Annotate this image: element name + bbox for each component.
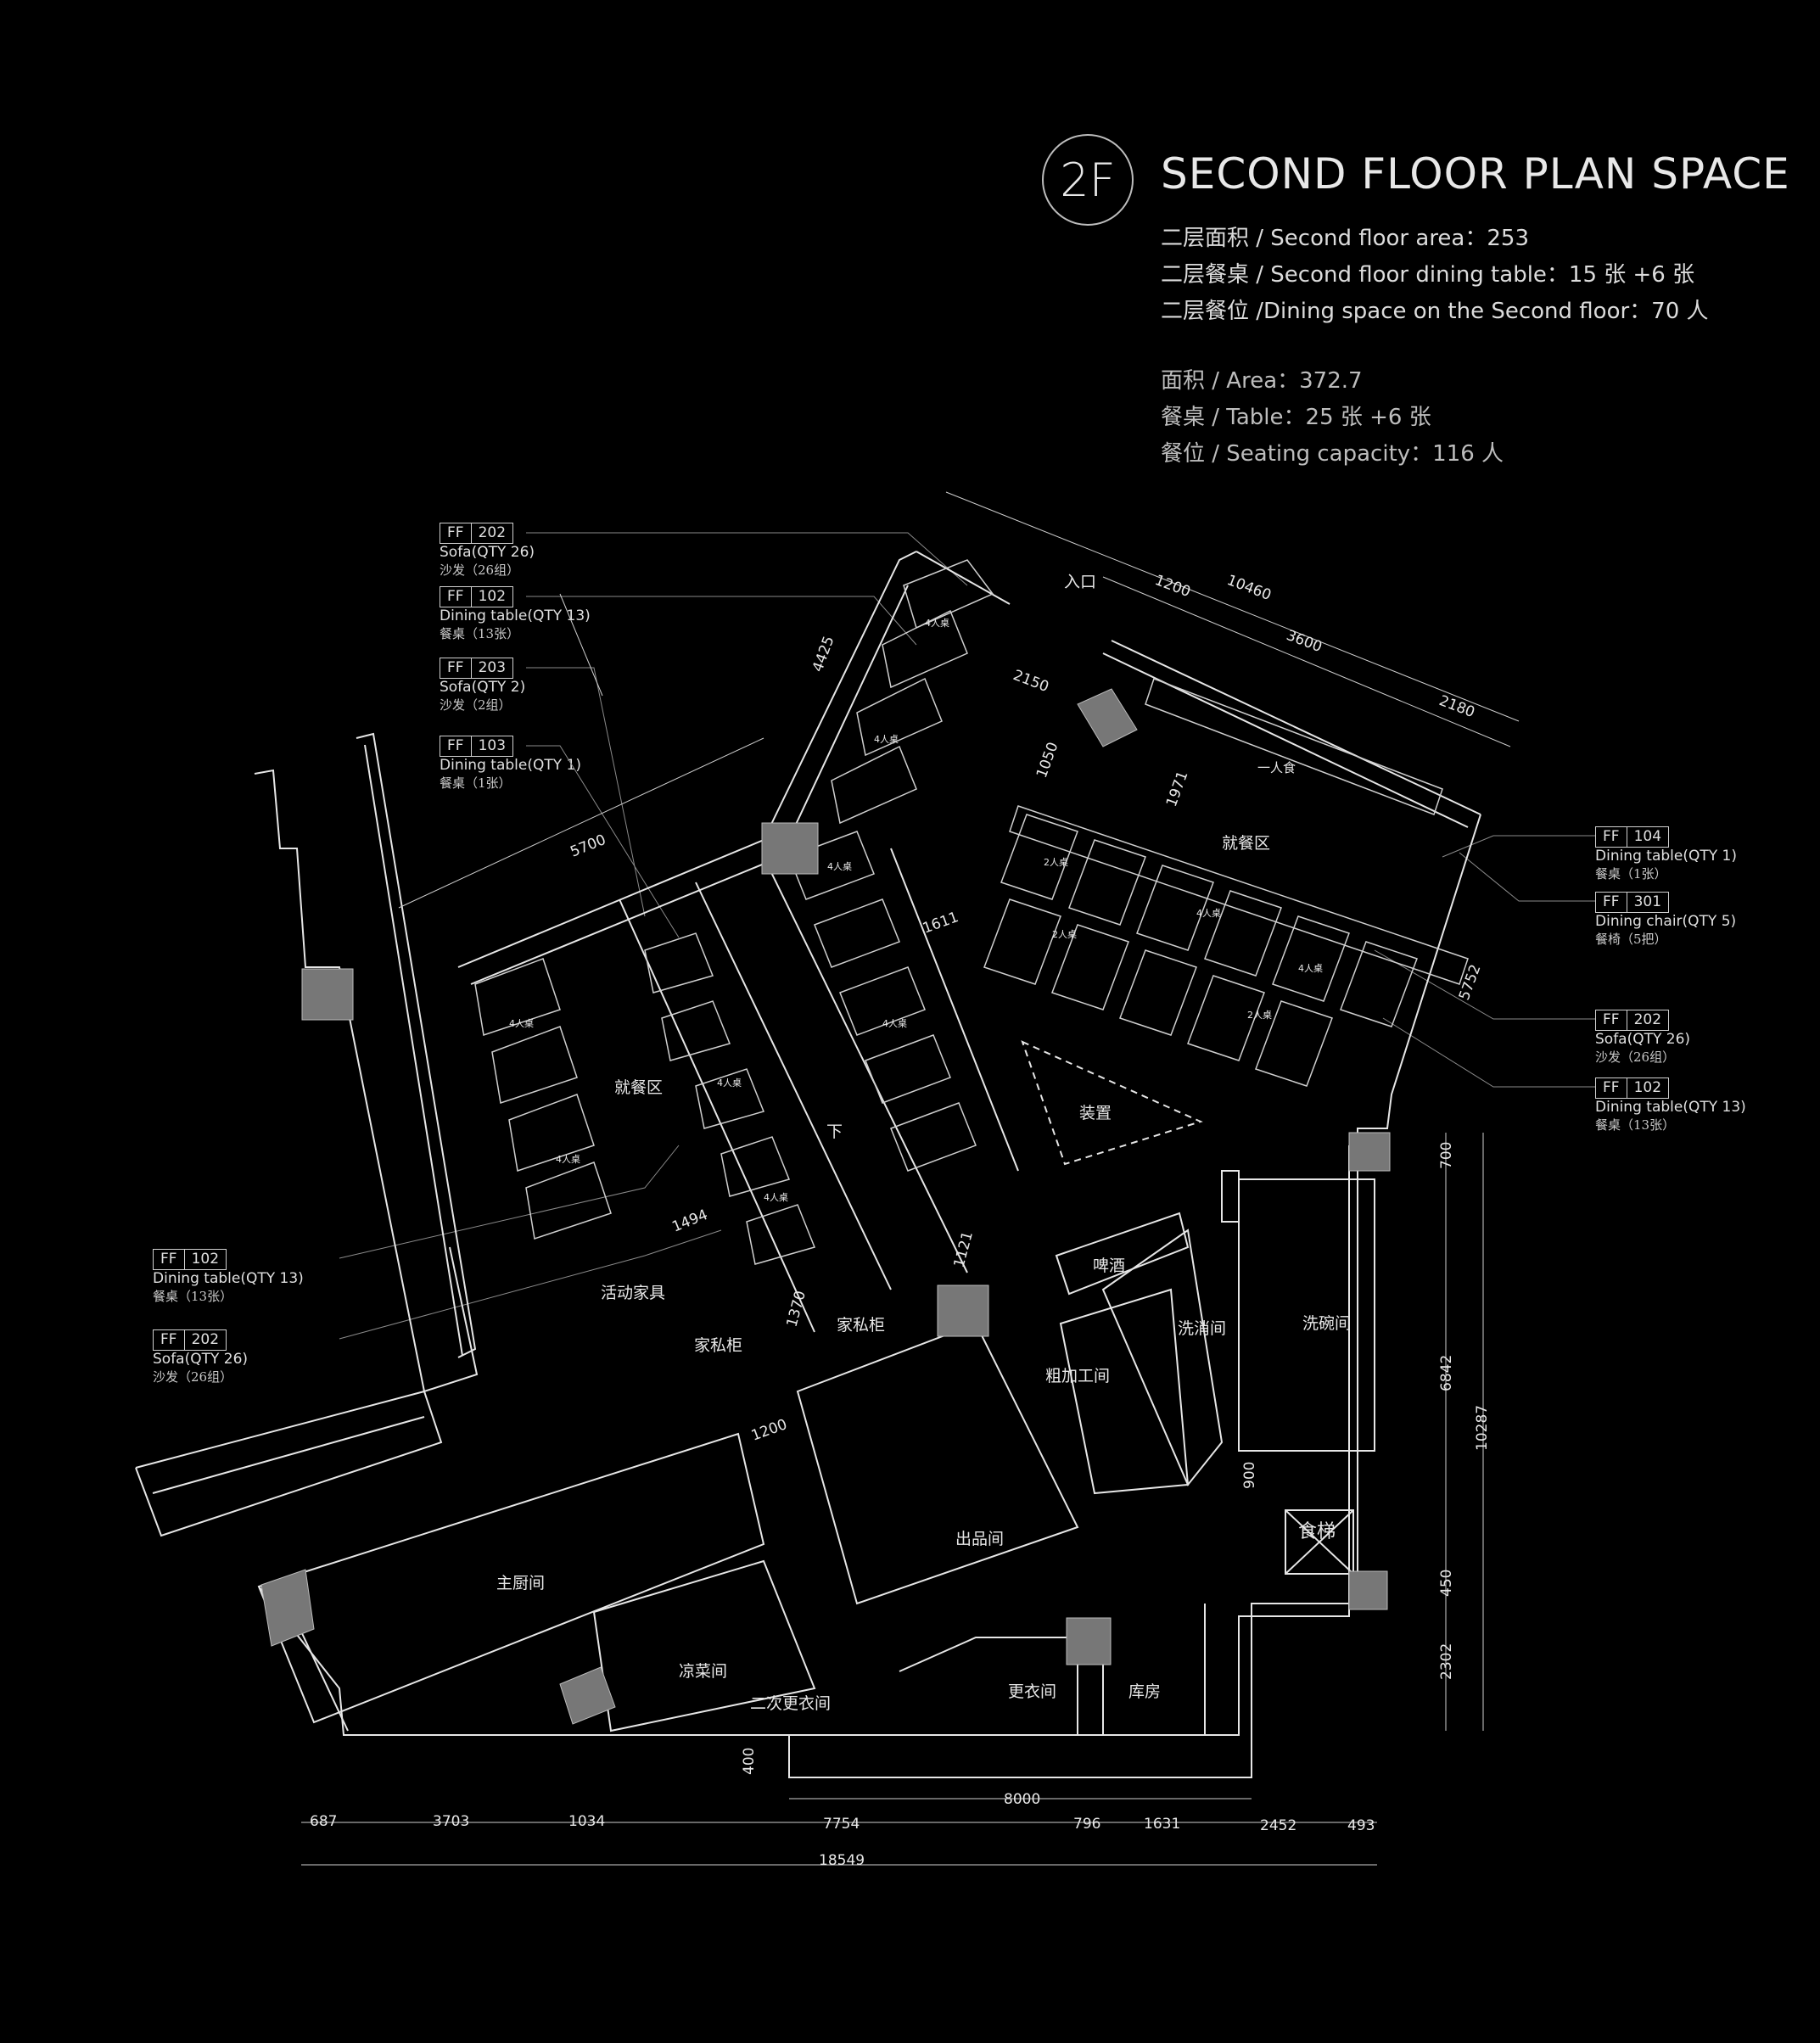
dim-top: 1971: [1163, 769, 1192, 809]
table-label: 4人桌: [1196, 908, 1221, 919]
label-food-lift: 食梯: [1298, 1521, 1336, 1542]
dim-top: 1050: [1033, 740, 1062, 780]
dim-bottom: 1631: [1144, 1816, 1180, 1833]
dim-overall: 18549: [819, 1852, 865, 1869]
total-seats: 餐位 / Seating capacity：116 人: [1161, 441, 1504, 467]
dim-8000: 8000: [1004, 1791, 1040, 1808]
table-label: 4人桌: [925, 618, 949, 629]
label-dining-right: 就餐区: [1222, 834, 1270, 853]
table-label: 2人桌: [1247, 1010, 1272, 1021]
dim-bottom: 687: [310, 1813, 337, 1830]
dim-right: 700: [1438, 1142, 1455, 1169]
label-changing: 更衣间: [1008, 1682, 1056, 1701]
total-tables: 餐桌 / Table：25 张 +6 张: [1161, 405, 1431, 430]
label-bar-seat: 一人食: [1257, 760, 1296, 775]
label-dishwashing: 洗碗间: [1302, 1314, 1351, 1333]
dim-bottom: 796: [1073, 1816, 1100, 1833]
label-storage: 库房: [1128, 1682, 1161, 1701]
dim-inner: 5700: [568, 831, 608, 861]
dim-top: 3600: [1284, 627, 1324, 656]
dimension-labels: 687 3703 1034 7754 796 1631 2452 493 185…: [310, 572, 1491, 1869]
label-cabinet-left: 家私柜: [694, 1336, 742, 1355]
dim-inner: 1370: [784, 1289, 810, 1329]
table-label: 4人桌: [556, 1154, 580, 1165]
dim-inner: 1200: [749, 1416, 789, 1445]
dim-bottom: 3703: [433, 1813, 469, 1830]
dim-inner: 1611: [921, 909, 960, 938]
walls: [135, 551, 1481, 1778]
total-area: 面积 / Area：372.7: [1161, 368, 1363, 394]
dim-top: 10460: [1224, 572, 1274, 604]
table-label: 4人桌: [509, 1018, 534, 1029]
second-floor-area: 二层面积 / Second floor area：253: [1161, 226, 1529, 251]
dim-bottom: 1034: [568, 1813, 605, 1830]
dim-bottom: 7754: [823, 1816, 860, 1833]
label-entrance: 入口: [1064, 573, 1096, 591]
label-serving: 出品间: [955, 1530, 1004, 1548]
table-label: 4人桌: [882, 1018, 907, 1029]
label-cabinet-mid: 家私柜: [837, 1316, 885, 1335]
dim-inner: 1121: [951, 1229, 977, 1269]
label-dining-left: 就餐区: [614, 1078, 663, 1097]
dim-right: 450: [1438, 1570, 1455, 1597]
label-beer: 啤酒: [1093, 1257, 1125, 1275]
label-second-changing: 二次更衣间: [750, 1694, 831, 1713]
second-floor-seats: 二层餐位 /Dining space on the Second floor：7…: [1161, 299, 1709, 324]
floor-badge-text: 2F: [1060, 153, 1116, 207]
dim-right: 6842: [1438, 1355, 1455, 1391]
room-labels: 入口 就餐区 就餐区 装置 下 活动家具 家私柜 家私柜 啤酒 洗碗间 洗消间 …: [496, 573, 1351, 1713]
table-label: 4人桌: [827, 861, 852, 872]
table-label: 4人桌: [764, 1192, 788, 1203]
dim-right: 10287: [1474, 1405, 1491, 1451]
label-installation: 装置: [1079, 1104, 1112, 1122]
table-label: 4人桌: [1298, 963, 1323, 974]
dim-top: 1200: [1152, 572, 1193, 601]
dim-bottom: 493: [1347, 1817, 1375, 1834]
dining-booths: [474, 559, 1469, 1265]
label-washing: 洗消间: [1178, 1319, 1226, 1338]
second-floor-tables: 二层餐桌 / Second floor dining table：15 张 +6…: [1161, 262, 1695, 288]
table-label: 2人桌: [1044, 857, 1068, 868]
dim-right: 900: [1241, 1462, 1258, 1489]
table-label: 4人桌: [874, 734, 899, 745]
floor-badge: 2F: [1042, 134, 1134, 226]
label-movable-furniture: 活动家具: [601, 1284, 665, 1302]
columns: [260, 688, 1391, 1725]
table-labels: 4人桌 4人桌 4人桌 4人桌 4人桌 4人桌 4人桌 4人桌 2人桌 2人桌 …: [509, 618, 1323, 1203]
dimension-lines: [301, 491, 1520, 1866]
dim-right: 2302: [1438, 1643, 1455, 1680]
table-label: 4人桌: [717, 1077, 742, 1089]
label-cold-dish: 凉菜间: [679, 1662, 727, 1681]
label-main-kitchen: 主厨间: [496, 1574, 545, 1592]
dim-top: 4425: [809, 634, 838, 674]
dim-inner: 1494: [669, 1206, 710, 1236]
dim-bottom: 2452: [1260, 1817, 1296, 1834]
table-label: 2人桌: [1052, 929, 1077, 940]
page-title: SECOND FLOOR PLAN SPACE: [1161, 149, 1790, 199]
label-down: 下: [826, 1122, 843, 1141]
label-rough-processing: 粗加工间: [1045, 1367, 1110, 1385]
dim-top: 2150: [1011, 667, 1051, 696]
dim-400: 400: [741, 1748, 758, 1775]
